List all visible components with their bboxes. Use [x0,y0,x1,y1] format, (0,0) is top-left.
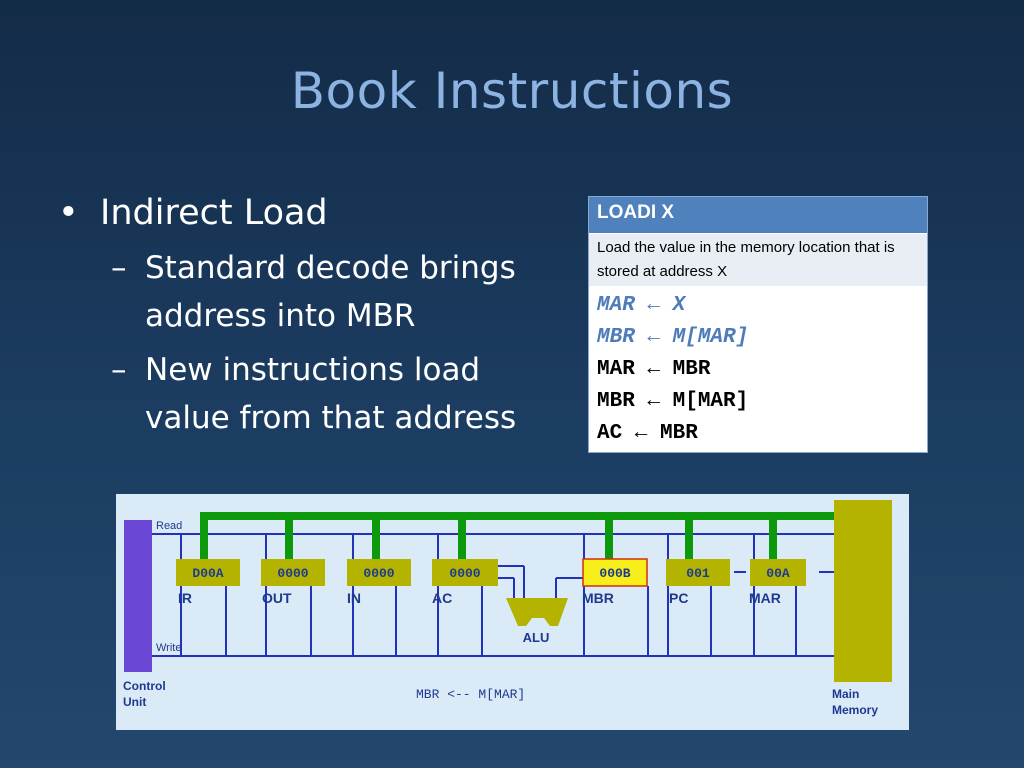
register-ac-label: AC [432,590,452,606]
rtl-steps: MAR ← X MBR ← M[MAR] MAR ← MBR MBR ← M[M… [589,288,927,452]
rtl-step-3: MAR ← MBR [597,358,711,381]
main-memory-block [834,500,892,682]
register-mbr-label: MBR [582,590,614,606]
register-out-label: OUT [262,590,292,606]
rtl-step-5: AC ← MBR [597,422,698,445]
rtl-step-2: MBR ← M[MAR] [597,326,749,349]
bullet-dot: • [58,193,79,233]
instruction-name: LOADI X [589,197,927,233]
datapath-diagram: D00A IR 0000 OUT 0000 IN 0000 AC 000B MB… [116,494,909,730]
system-bus [200,512,836,562]
bullet-list: • Indirect Load – Standard decode brings… [58,188,558,442]
register-ac-value: 0000 [449,566,480,581]
sub-bullet-dash: – [111,352,127,388]
register-out-value: 0000 [277,566,308,581]
register-pc-label: PC [669,590,688,606]
write-label: Write [156,642,181,654]
rtl-step-4: MBR ← M[MAR] [597,390,749,413]
control-unit-block [124,520,152,672]
register-mar: 00A MAR [749,559,806,606]
read-label: Read [156,520,182,532]
sub-bullet-dash: – [111,250,127,286]
register-in-value: 0000 [363,566,394,581]
alu-label: ALU [523,630,550,645]
main-memory-label-2: Memory [832,703,878,717]
sub-bullet-new-instructions: – New instructions load value from that … [111,346,558,442]
wires [152,533,834,657]
register-pc-value: 001 [686,566,710,581]
control-unit-label-2: Unit [123,695,146,709]
control-unit-label-1: Control [123,679,166,693]
sub-bullet-text: Standard decode brings address into MBR [145,250,516,334]
register-in-label: IN [347,590,361,606]
register-ir: D00A IR [176,559,240,606]
bullet-indirect-load: • Indirect Load [58,188,558,238]
instruction-description: Load the value in the memory location th… [589,233,927,288]
instruction-table: LOADI X Load the value in the memory loc… [588,196,928,453]
register-mbr: 000B MBR [582,558,648,606]
rtl-step-1: MAR ← X [597,294,686,317]
register-mar-value: 00A [766,566,790,581]
register-mbr-value: 000B [599,566,630,581]
sub-bullet-standard-decode: – Standard decode brings address into MB… [111,244,558,340]
slide-title: Book Instructions [290,62,734,120]
sub-bullet-text: New instructions load value from that ad… [145,352,517,436]
bullet-text: Indirect Load [100,193,328,233]
register-pc: 001 PC [666,559,730,606]
register-ir-label: IR [178,590,192,606]
status-text: MBR <-- M[MAR] [416,687,525,702]
register-ir-value: D00A [192,566,223,581]
alu-block [506,598,568,626]
register-mar-label: MAR [749,590,781,606]
register-ac: 0000 AC [432,559,498,606]
register-in: 0000 IN [347,559,411,606]
main-memory-label-1: Main [832,687,859,701]
register-out: 0000 OUT [261,559,325,606]
